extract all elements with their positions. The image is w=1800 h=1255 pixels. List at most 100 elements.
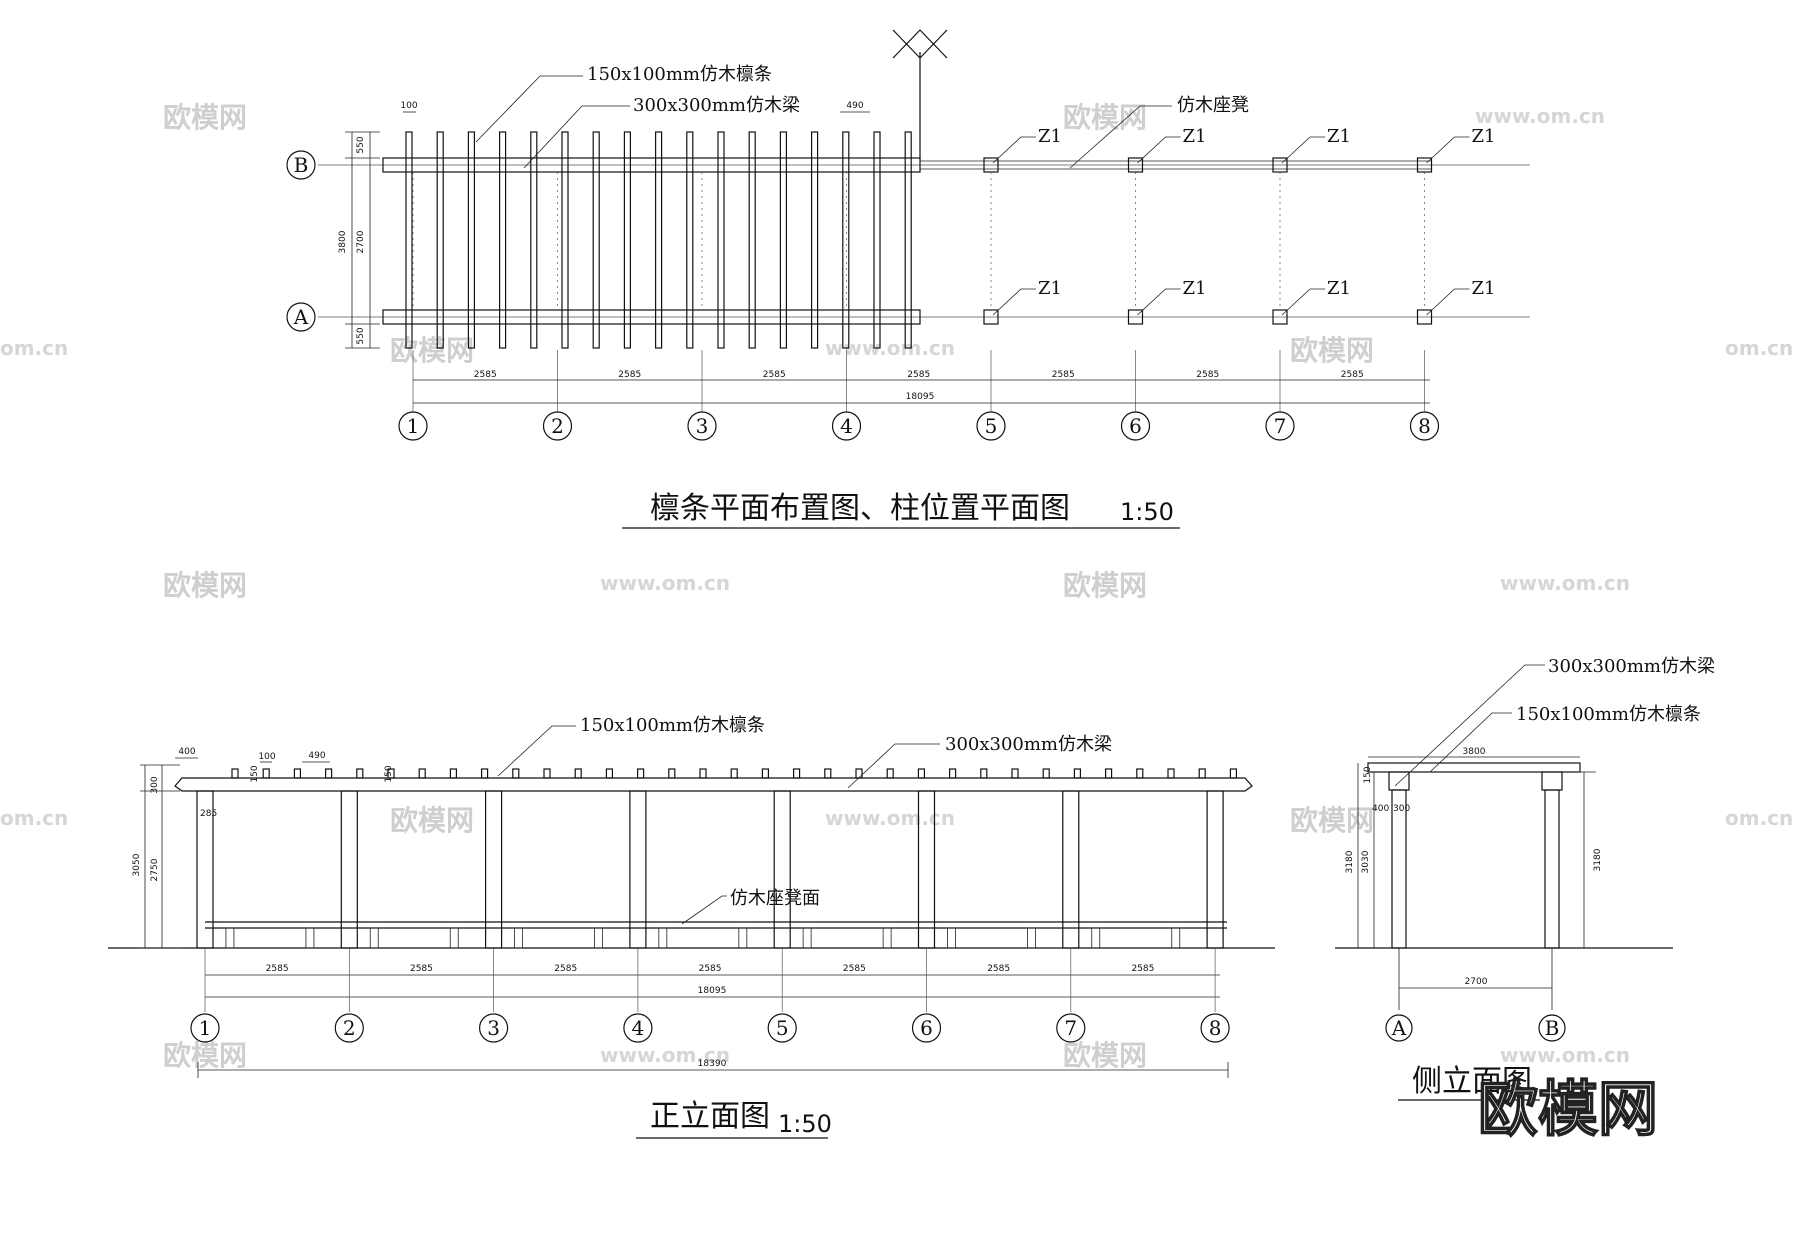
watermark-brand: 欧模网 [1063, 101, 1147, 134]
side-beam-b [1541, 771, 1563, 791]
side-grid-bubble-b [1538, 1014, 1566, 1042]
column-z1 [1416, 309, 1433, 325]
grid-number: 2 [551, 414, 564, 438]
column-label: Z1 [1327, 278, 1351, 299]
grid-number: 5 [985, 414, 998, 438]
bench-leg [1091, 927, 1101, 949]
side-title: 侧立面图 [1412, 1064, 1532, 1099]
front-grid-number: 3 [487, 1016, 500, 1040]
bench-legs [225, 927, 1181, 949]
column-label: Z1 [1472, 126, 1496, 147]
grid-bubble [398, 411, 428, 441]
depth-dimensions: 550 3800 2700 550 [338, 131, 380, 349]
grid-bubble [976, 411, 1006, 441]
plan-title: 檩条平面布置图、柱位置平面图 [650, 491, 1070, 526]
purlin [717, 131, 725, 349]
purlin [436, 131, 444, 349]
column-z1 [983, 309, 999, 325]
beam-b [382, 157, 921, 173]
front-dim-bay: 2585 [266, 964, 289, 974]
purlin-end [761, 768, 770, 779]
column-leader [1281, 136, 1325, 164]
watermark-brand: 欧模网 [390, 804, 474, 837]
column-leader [992, 288, 1036, 316]
bench-leg [225, 927, 235, 949]
purlin-end [1104, 768, 1113, 779]
column-label: Z1 [1038, 278, 1062, 299]
purlin-end [231, 768, 239, 779]
watermark-url: om.cn [1725, 806, 1793, 830]
column-label: Z1 [1038, 126, 1062, 147]
purlin-end [636, 768, 645, 779]
side-dim-h-right: 3180 [1593, 848, 1603, 871]
side-label-purlin: 150x100mm仿木檩条 [1516, 704, 1701, 725]
front-dim-bay: 2585 [554, 964, 577, 974]
dim-depth-inner: 2700 [356, 230, 366, 253]
dim-purlin-height-2: 150 [384, 765, 394, 782]
bench-leg [658, 927, 668, 949]
purlin-end [1167, 768, 1175, 779]
grid-bubble [687, 411, 717, 441]
watermark-logo: 欧模网 [1478, 1075, 1658, 1145]
side-dim-400: 400 [1372, 804, 1389, 814]
dim-column-offset: 285 [200, 809, 217, 819]
purlin-group [405, 131, 912, 349]
front-dim-bay: 2585 [410, 964, 433, 974]
purlin [405, 131, 413, 349]
side-dim-h-total: 3180 [1345, 850, 1355, 873]
bench-leg [1171, 927, 1181, 949]
side-purlin [1367, 762, 1581, 773]
dim-bay: 2585 [474, 370, 497, 380]
purlin-end [325, 768, 333, 779]
column-label: Z1 [1183, 126, 1207, 147]
side-column-b [1544, 789, 1560, 949]
front-grid-bubble [911, 1013, 942, 1043]
watermark-url: www.om.cn [600, 1043, 730, 1067]
bench-leg [594, 927, 603, 949]
purlin [842, 131, 850, 349]
grid-number: 6 [1129, 414, 1142, 438]
front-grid-number: 1 [199, 1016, 212, 1040]
label-purlin: 150x100mm仿木檩条 [587, 64, 772, 85]
dim-purlin-width: 100 [400, 101, 417, 111]
purlin-end [1042, 768, 1050, 779]
front-grid-number: 4 [632, 1016, 645, 1040]
watermark-url: om.cn [0, 806, 68, 830]
purlin-end [1229, 768, 1238, 779]
side-dim-purlin-h: 150 [1363, 766, 1373, 783]
front-grid-bubble [767, 1013, 797, 1043]
dim-front-purlin-width: 100 [258, 752, 275, 762]
purlin-ends [231, 768, 1238, 779]
dim-front-purlin-spacing: 490 [308, 751, 325, 761]
bench-leg [369, 927, 379, 949]
purlin-end [886, 768, 894, 779]
watermark-brand: 欧模网 [1290, 804, 1374, 837]
dim-bay: 2585 [1341, 370, 1364, 380]
bench-leg [738, 927, 748, 949]
column-leader [1426, 136, 1470, 164]
side-elevation: 3800 150 400 300 3180 3030 3180 2700 A B… [1335, 656, 1715, 1101]
front-grid-number: 5 [776, 1016, 789, 1040]
purlin-end [948, 768, 957, 779]
watermark-brand: 欧模网 [163, 101, 247, 134]
column-leader [992, 136, 1036, 164]
front-grid-bubble [190, 1013, 220, 1043]
plan-scale: 1:50 [1120, 498, 1174, 526]
side-grid-letter-b: B [1545, 1016, 1560, 1040]
dim-overhang-top: 550 [356, 136, 366, 153]
bench-leg [802, 927, 812, 949]
purlin-end [574, 768, 582, 779]
front-label-purlin: 150x100mm仿木檩条 [580, 715, 765, 736]
dim-purlin-height: 150 [250, 765, 260, 782]
purlin-end [824, 768, 832, 779]
watermark-brand: 欧模网 [163, 569, 247, 602]
grid-number: 7 [1274, 414, 1287, 438]
grid-bubble [1120, 411, 1151, 441]
watermark-url: www.om.cn [600, 571, 730, 595]
purlin [748, 131, 756, 349]
